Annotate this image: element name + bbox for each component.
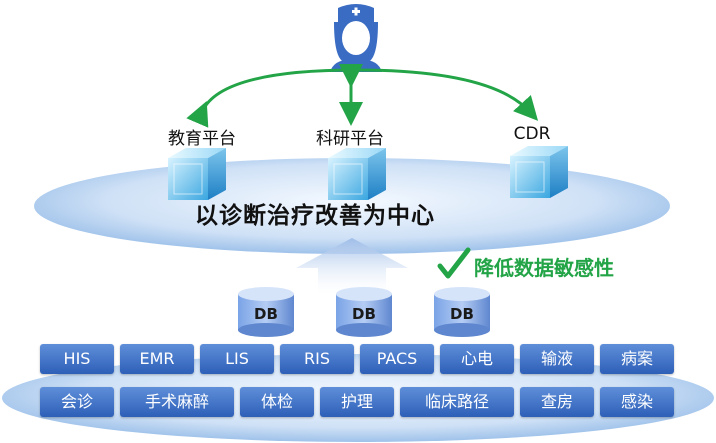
check-icon xyxy=(437,247,471,279)
system-medical-records: 病案 xyxy=(600,344,674,374)
system-infection: 感染 xyxy=(600,387,674,417)
system-physical-exam: 体检 xyxy=(240,387,314,417)
system-nursing: 护理 xyxy=(320,387,394,417)
system-pacs: PACS xyxy=(360,344,434,374)
cube-icon-cdr xyxy=(510,146,568,198)
system-ward-round: 查房 xyxy=(520,387,594,417)
system-emr: EMR xyxy=(120,344,194,374)
database-icon-1 xyxy=(238,287,294,337)
center-title: 以诊断治疗改善为中心 xyxy=(195,203,435,229)
platform-label-cdr: CDR xyxy=(513,124,551,144)
cube-icon-research xyxy=(328,148,386,200)
database-icon-2 xyxy=(336,287,392,337)
database-label-2: DB xyxy=(352,305,376,323)
system-infusion: 输液 xyxy=(520,344,594,374)
database-label-3: DB xyxy=(450,305,474,323)
database-icon-3 xyxy=(434,287,490,337)
system-his: HIS xyxy=(40,344,114,374)
nurse-icon xyxy=(330,4,382,72)
benefit-text: 降低数据敏感性 xyxy=(474,256,614,280)
cube-icon-education xyxy=(168,148,226,200)
platform-label-research: 科研平台 xyxy=(316,129,384,149)
upward-arrow xyxy=(296,238,408,296)
system-consultation: 会诊 xyxy=(40,387,114,417)
database-label-1: DB xyxy=(254,305,278,323)
system-ris: RIS xyxy=(280,344,354,374)
platform-label-education: 教育平台 xyxy=(168,129,236,149)
system-ecg: 心电 xyxy=(440,344,514,374)
system-clinical-pathway: 临床路径 xyxy=(400,387,514,417)
system-surgery-anesthesia: 手术麻醉 xyxy=(120,387,234,417)
system-lis: LIS xyxy=(200,344,274,374)
connection-arc xyxy=(186,68,539,128)
